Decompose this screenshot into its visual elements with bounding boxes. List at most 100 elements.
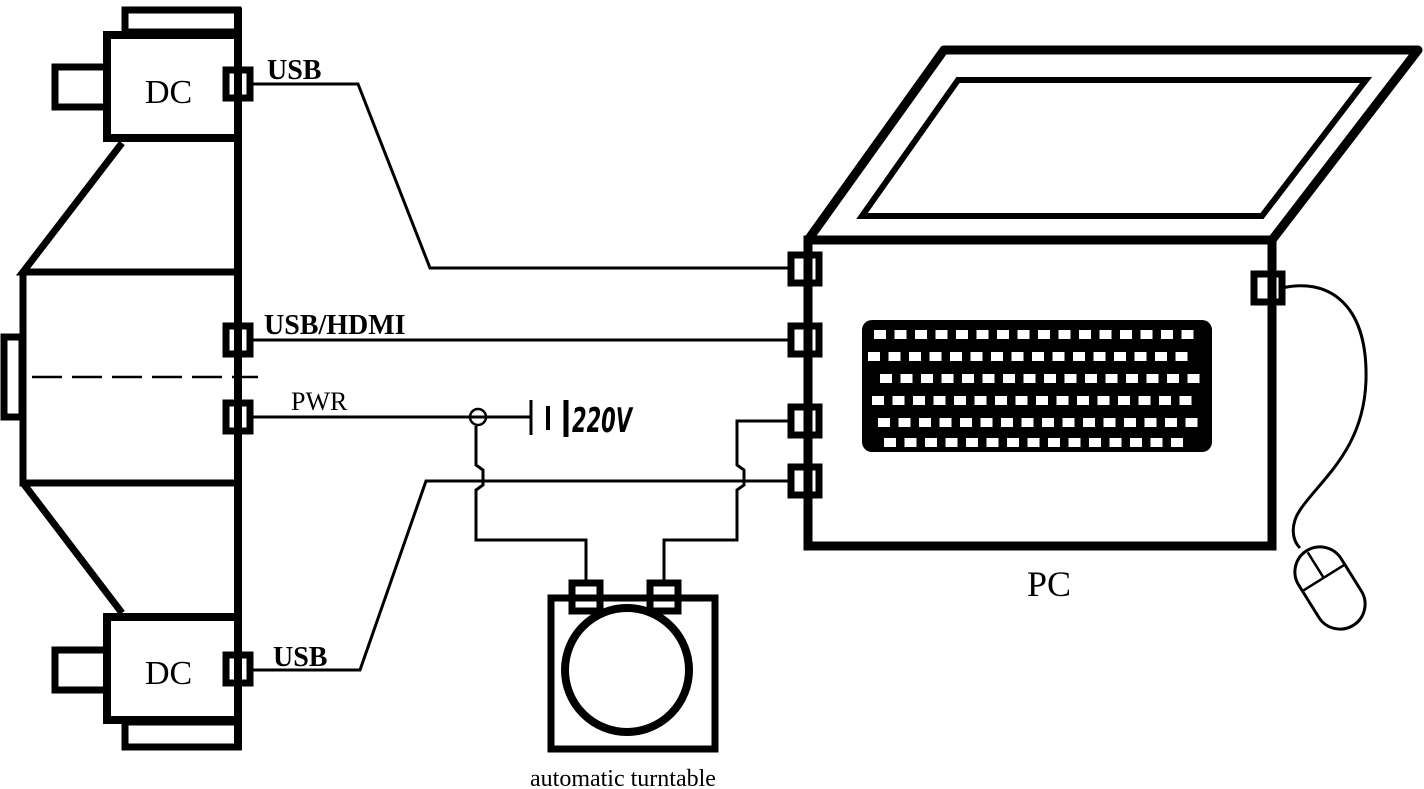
usb-bottom-wire [252, 479, 792, 672]
keyboard-key [884, 438, 896, 447]
hopper-upper [15, 140, 238, 276]
laptop-base [803, 235, 1277, 551]
keyboard-key [1089, 438, 1101, 447]
turntable-icon [547, 579, 719, 753]
keyboard-key [1114, 352, 1126, 361]
keyboard-key [935, 330, 948, 339]
keyboard-key [1181, 330, 1194, 339]
top-camera-cap [121, 6, 242, 36]
keyboard-key [1062, 418, 1075, 427]
keyboard-key [1015, 396, 1028, 405]
keyboard-key [1064, 374, 1077, 383]
keyboard-key [941, 374, 954, 383]
usb-top-label: USB [267, 55, 321, 86]
keyboard-key [1099, 330, 1112, 339]
keyboard-key [966, 438, 978, 447]
keyboard-key [1130, 438, 1142, 447]
keyboard-key [950, 352, 962, 361]
keyboard-key [909, 352, 921, 361]
keyboard-key [1032, 352, 1044, 361]
keyboard-key [976, 330, 989, 339]
keyboard-key [1109, 438, 1122, 447]
keyboard-key [1079, 330, 1091, 339]
bottom-camera-lens [51, 646, 111, 694]
turntable-power-wire [474, 426, 588, 583]
battery-icon [529, 400, 569, 437]
keyboard-key [894, 330, 907, 339]
camera-bottom-label: DC [145, 655, 192, 692]
keyboard-icon [862, 320, 1212, 452]
keyboard-key [956, 330, 968, 339]
keyboard-key [872, 396, 884, 405]
keyboard-key [888, 352, 901, 361]
keyboard-key [892, 396, 905, 405]
keyboard-key [1105, 374, 1118, 383]
keyboard-key [1021, 418, 1034, 427]
usb-bottom-connector [222, 651, 254, 687]
keyboard-key [939, 418, 952, 427]
usb-hdmi-connector [222, 322, 254, 358]
keyboard-key [1161, 330, 1173, 339]
keyboard-key [1175, 352, 1188, 361]
keyboard-key [1134, 352, 1147, 361]
pwr-connector [222, 399, 254, 435]
keyboard-key [1155, 352, 1167, 361]
wiring [252, 82, 792, 672]
keyboard-key [1126, 374, 1138, 383]
keyboard-key [1144, 418, 1157, 427]
keyboard-key [1017, 330, 1030, 339]
mouse-icon [1281, 284, 1368, 631]
camera-top-label: DC [145, 74, 192, 111]
keyboard-key [898, 418, 911, 427]
keyboard-key [945, 438, 958, 447]
keyboard-key [1058, 330, 1071, 339]
keyboard-key [1085, 374, 1097, 383]
keyboard-key [1165, 418, 1177, 427]
keyboard-key [1052, 352, 1065, 361]
keyboard-key [1120, 330, 1132, 339]
keyboard-key [880, 374, 892, 383]
keyboard-key [995, 396, 1007, 405]
keyboard-key [1001, 418, 1013, 427]
keyboard-key [1124, 418, 1136, 427]
keyboard-key [1077, 396, 1089, 405]
keyboard-key [868, 352, 880, 361]
keyboard-key [1097, 396, 1110, 405]
turntable-control-wire [662, 419, 792, 583]
keyboard-key [1187, 374, 1200, 383]
keyboard-key [929, 352, 942, 361]
keyboard-key [1185, 418, 1198, 427]
keyboard-key [1011, 352, 1024, 361]
keyboard-key [925, 438, 937, 447]
keyboard-key [933, 396, 946, 405]
pc-port-2 [787, 322, 823, 358]
keyboard-key [1007, 438, 1019, 447]
bottom-camera-cap [121, 718, 242, 751]
keyboard-key [1056, 396, 1069, 405]
pc-port-4 [787, 463, 823, 499]
keyboard-key [1150, 438, 1163, 447]
keyboard-key [1167, 374, 1179, 383]
keyboard-key [960, 418, 972, 427]
pc-label: PC [1027, 564, 1071, 604]
keyboard-key [974, 396, 987, 405]
laptop-icon [787, 45, 1423, 551]
pc-port-3 [787, 403, 823, 439]
keyboard-key [1179, 396, 1192, 405]
usb-top-wire [252, 82, 792, 270]
mouse-cable [1281, 284, 1368, 550]
usb-hdmi-label: USB/HDMI [264, 310, 406, 341]
keyboard-key [997, 330, 1009, 339]
top-camera-lens [51, 63, 111, 111]
keyboard-key [919, 418, 931, 427]
keyboard-key [1118, 396, 1130, 405]
camera-assembly [0, 6, 258, 751]
keyboard-key [1036, 396, 1048, 405]
keyboard-key [1048, 438, 1060, 447]
keyboard-key [1093, 352, 1106, 361]
keyboard-key [1138, 396, 1151, 405]
keyboard-key [1083, 418, 1095, 427]
keyboard-key [1103, 418, 1116, 427]
keyboard-key [991, 352, 1003, 361]
